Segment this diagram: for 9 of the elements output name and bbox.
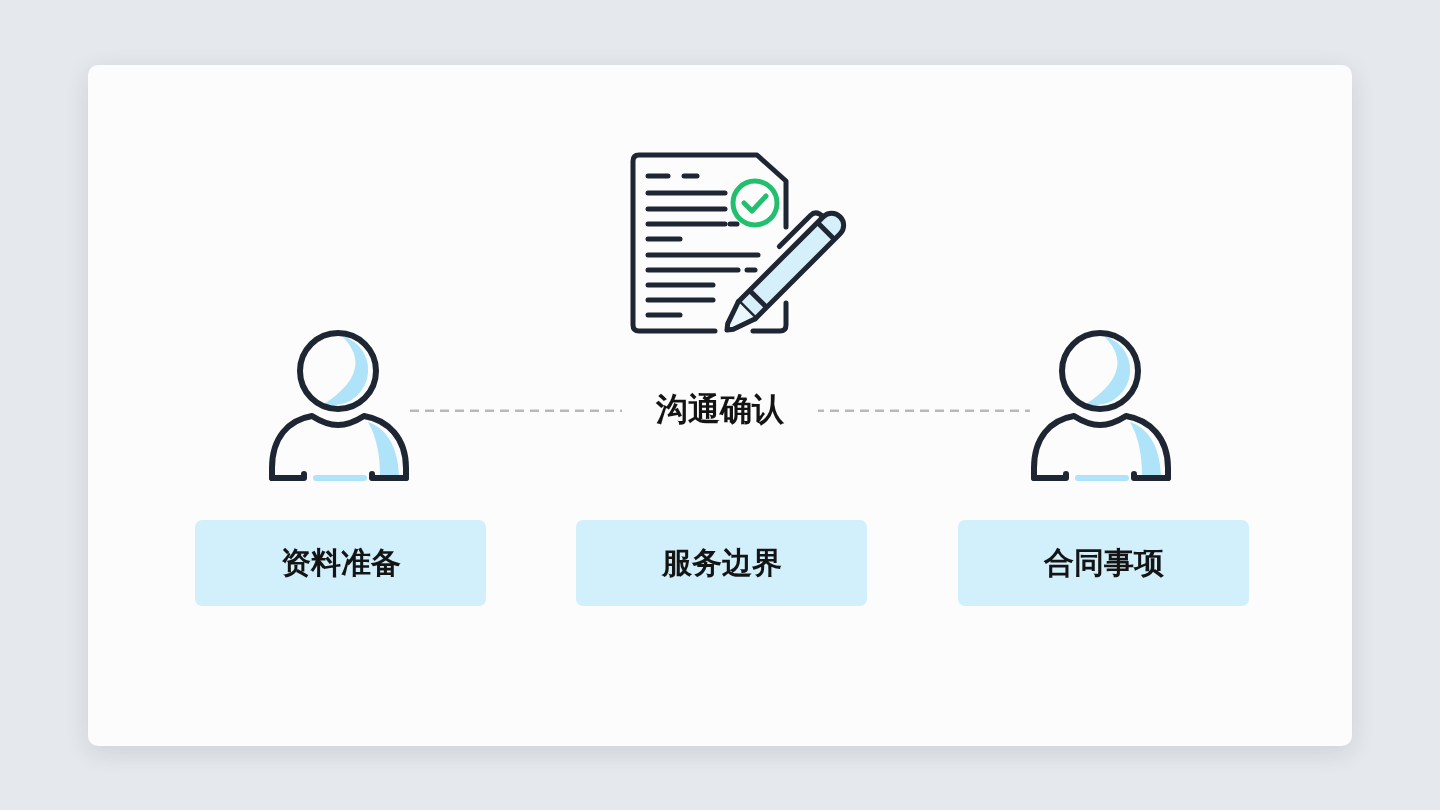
topic-box [195,520,486,606]
topic-box [576,520,867,606]
edge-label: 沟通确认 [622,392,818,425]
person-icon [1030,328,1172,484]
person-icon [268,328,410,484]
topic-box [958,520,1249,606]
topic-label: 合同事项 [1043,548,1164,578]
topic-label: 服务边界 [661,548,782,578]
topic-label: 资料准备 [280,548,401,578]
